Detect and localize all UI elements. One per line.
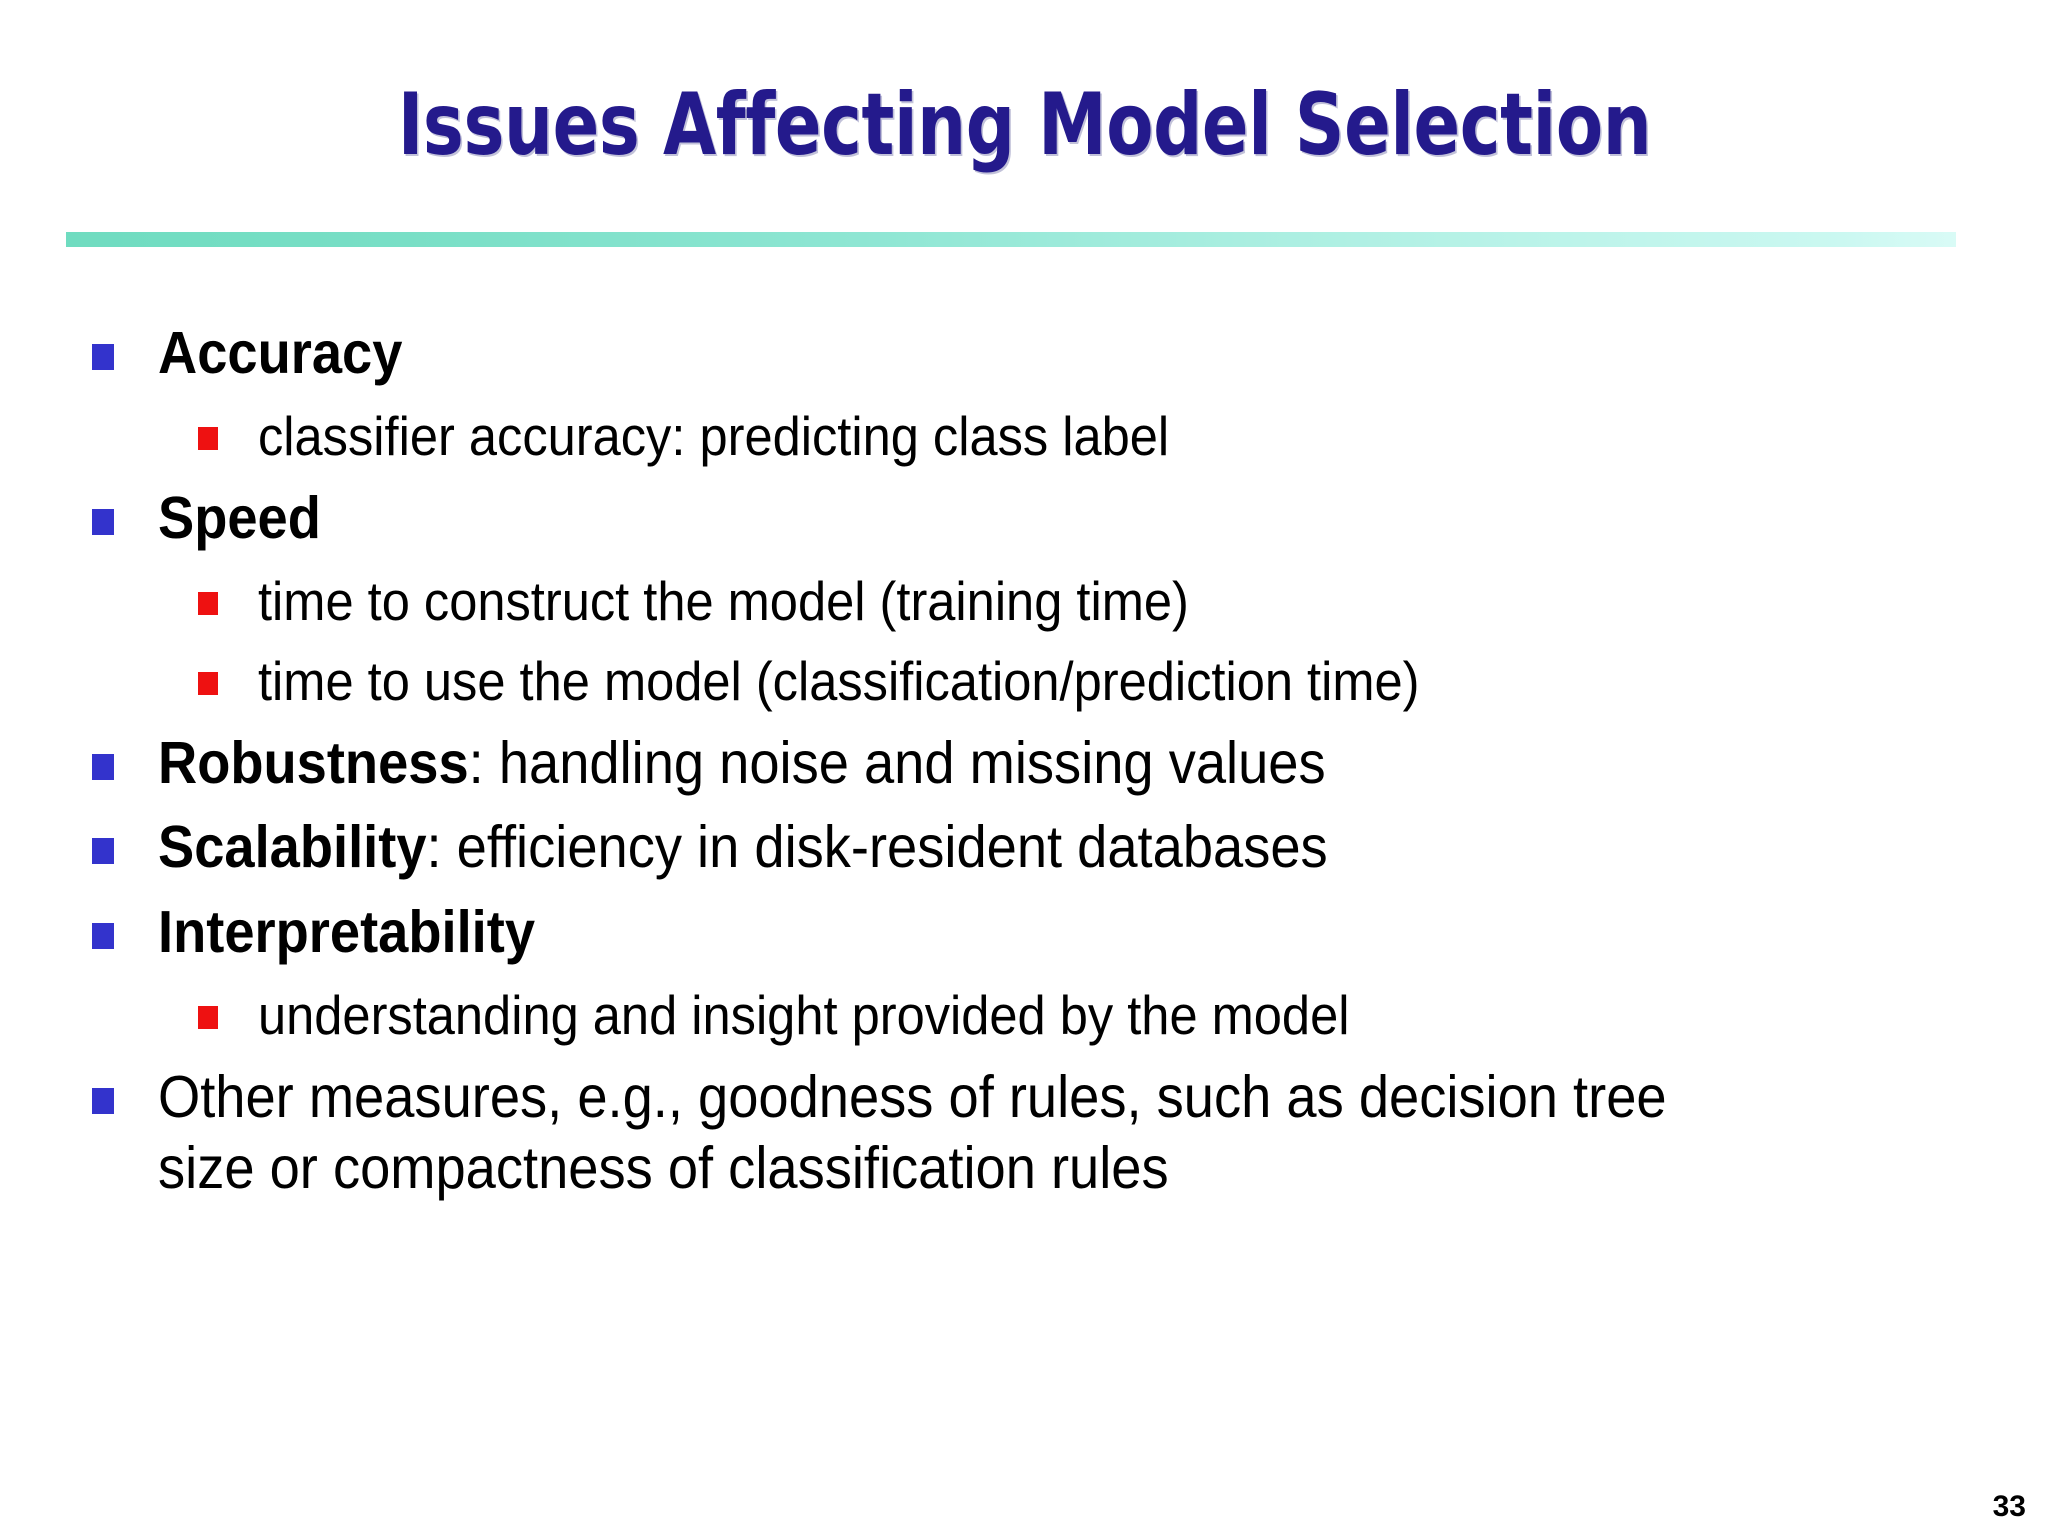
list-item: classifier accuracy: predicting class la… — [0, 403, 2048, 469]
bullet-square-red-icon — [198, 426, 218, 450]
list-item: Accuracy — [0, 318, 2048, 389]
list-item-text: Other measures, e.g., goodness of rules,… — [158, 1062, 1897, 1204]
bullet-square-blue-icon — [92, 344, 114, 370]
bullet-square-red-icon — [198, 671, 218, 695]
list-item-text: Scalability: efficiency in disk-resident… — [158, 812, 1897, 883]
bullet-list: Accuracy classifier accuracy: predicting… — [0, 318, 2048, 1218]
list-item-bold-label: Scalability — [158, 814, 427, 881]
list-item: Robustness: handling noise and missing v… — [0, 728, 2048, 799]
list-item-text: Robustness: handling noise and missing v… — [158, 728, 1897, 799]
list-item-text: Interpretability — [158, 897, 1897, 968]
list-item-rest: : efficiency in disk-resident databases — [426, 814, 1328, 881]
list-item: time to use the model (classification/pr… — [0, 648, 2048, 714]
page-number: 33 — [1992, 1490, 2026, 1523]
list-item: understanding and insight provided by th… — [0, 982, 2048, 1048]
list-item-bold-label: Speed — [158, 484, 321, 551]
list-item-rest: : handling noise and missing values — [468, 729, 1326, 796]
list-item-bold-label: Robustness — [158, 729, 469, 796]
list-item-text: time to use the model (classification/pr… — [258, 649, 1420, 712]
bullet-square-blue-icon — [92, 508, 114, 535]
bullet-square-blue-icon — [92, 838, 114, 865]
list-item-text: time to construct the model (training ti… — [258, 569, 1189, 632]
list-item-text: Accuracy — [158, 318, 1897, 389]
bullet-square-blue-icon — [92, 753, 114, 780]
list-item-line-2: size or compactness of classification ru… — [158, 1134, 1169, 1201]
list-item-bold-label: Accuracy — [158, 320, 403, 386]
list-item: Scalability: efficiency in disk-resident… — [0, 812, 2048, 883]
list-item: Interpretability — [0, 897, 2048, 968]
bullet-square-red-icon — [198, 591, 218, 615]
page-title: Issues Affecting Model Selection — [397, 75, 1651, 175]
list-item: Speed — [0, 483, 2048, 554]
bullet-square-red-icon — [198, 1005, 218, 1029]
list-item: Other measures, e.g., goodness of rules,… — [0, 1062, 2048, 1204]
list-item: time to construct the model (training ti… — [0, 568, 2048, 634]
list-item-text: understanding and insight provided by th… — [258, 983, 1350, 1046]
title-block: Issues Affecting Model Selection — [0, 75, 2048, 175]
list-item-text: classifier accuracy: predicting class la… — [258, 404, 1170, 467]
list-item-line-1: Other measures, e.g., goodness of rules,… — [158, 1063, 1667, 1130]
list-item-bold-label: Interpretability — [158, 899, 536, 966]
bullet-square-blue-icon — [92, 923, 114, 950]
bullet-square-blue-icon — [92, 1087, 114, 1114]
title-divider-bar — [66, 232, 1956, 247]
list-item-text: Speed — [158, 483, 1897, 554]
